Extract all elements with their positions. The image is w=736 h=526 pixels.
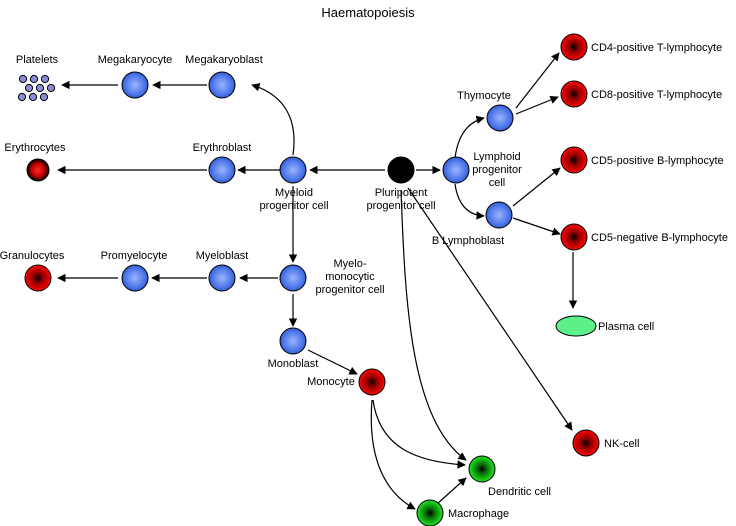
- cd8-t-lymphocyte-cell: [560, 80, 588, 108]
- platelet: [46, 83, 56, 93]
- arrow-lymphoid-blymphoblast: [454, 183, 485, 220]
- label-monocyte: Monocyte: [307, 376, 355, 388]
- platelet: [40, 74, 50, 84]
- label-myelomonocytic-line2: monocytic: [325, 271, 375, 283]
- label-plasma: Plasma cell: [598, 321, 654, 333]
- b-lymphoblast-cell: [485, 201, 513, 229]
- label-lymphoid-line2: progenitor: [472, 164, 522, 176]
- label-dendritic: Dendritic cell: [488, 486, 551, 498]
- label-pluripotent-line1: Pluripotent: [375, 187, 428, 199]
- label-cd8: CD8-positive T-lymphocyte: [591, 89, 722, 101]
- label-monoblast: Monoblast: [268, 358, 319, 370]
- arrow-pluripotent-nk: [407, 187, 573, 431]
- arrow-monocyte-macrophage: [370, 399, 416, 510]
- label-lymphoid-line1: Lymphoid: [473, 151, 520, 163]
- label-cd4: CD4-positive T-lymphocyte: [591, 42, 722, 54]
- label-megakaryocyte: Megakaryocyte: [98, 54, 173, 66]
- platelet: [39, 92, 49, 102]
- myeloid-progenitor-cell: [279, 156, 307, 184]
- nk-cell: [572, 429, 600, 457]
- label-erythrocytes: Erythrocytes: [4, 142, 66, 154]
- arrow-monocyte-dendritic: [372, 399, 466, 469]
- label-nk: NK-cell: [604, 438, 639, 450]
- label-granulocytes: Granulocytes: [0, 250, 65, 262]
- dendritic-cell: [468, 455, 496, 483]
- myeloblast-cell: [208, 264, 236, 292]
- labels: Platelets Megakaryocyte Megakaryoblast E…: [0, 42, 728, 520]
- arrow-blymphoblast-cd5pos: [512, 167, 561, 207]
- platelet: [17, 92, 27, 102]
- arrow-lymphoid-thymocyte: [454, 115, 485, 159]
- arrow-monoblast-monocyte: [307, 349, 358, 375]
- arrow-thymocyte-cd4: [515, 52, 560, 109]
- plasma-cell: [555, 315, 597, 337]
- arrow-pluripotent-dendritic: [400, 189, 467, 461]
- cd5-negative-b-cell: [560, 223, 588, 251]
- macrophage-cell: [416, 499, 444, 526]
- megakaryocyte-cell: [121, 71, 149, 99]
- label-erythroblast: Erythroblast: [193, 142, 252, 154]
- lymphoid-progenitor-cell: [442, 156, 470, 184]
- platelet: [28, 92, 38, 102]
- cells: [17, 33, 600, 526]
- label-pluripotent-line2: progenitor cell: [366, 200, 435, 212]
- diagram-title: Haematopoiesis: [321, 5, 415, 20]
- label-macrophage: Macrophage: [448, 508, 509, 520]
- megakaryoblast-cell: [208, 71, 236, 99]
- arrow-thymocyte-cd8: [515, 95, 559, 115]
- label-myeloblast: Myeloblast: [196, 250, 249, 262]
- arrow-blymphoblast-cd5neg: [512, 217, 561, 236]
- myelomonocytic-cell: [279, 264, 307, 292]
- pluripotent-cell: [387, 156, 415, 184]
- label-promyelocyte: Promyelocyte: [101, 250, 168, 262]
- cd4-t-lymphocyte-cell: [560, 33, 588, 61]
- label-cd5-positive: CD5-positive B-lymphocyte: [591, 155, 724, 167]
- label-platelets: Platelets: [16, 54, 59, 66]
- promyelocyte-cell: [121, 264, 149, 292]
- label-thymocyte: Thymocyte: [457, 90, 511, 102]
- label-myeloid-line1: Myeloid: [275, 187, 313, 199]
- arrow-myeloid-megakaryoblast: [251, 83, 295, 156]
- label-b-lymphoblast: B Lymphoblast: [432, 235, 504, 247]
- platelets-cluster: [17, 74, 56, 102]
- label-cd5-negative: CD5-negative B-lymphocyte: [591, 232, 728, 244]
- thymocyte-cell: [486, 104, 514, 132]
- platelet: [35, 83, 45, 93]
- monoblast-cell: [279, 327, 307, 355]
- label-myeloid-line2: progenitor cell: [259, 200, 328, 212]
- erythrocyte-cell: [26, 158, 50, 182]
- label-lymphoid-line3: cell: [489, 177, 506, 189]
- arrow-macrophage-dendritic: [436, 477, 467, 505]
- arrows: [57, 52, 578, 510]
- platelet: [18, 74, 28, 84]
- platelet: [29, 74, 39, 84]
- erythroblast-cell: [208, 156, 236, 184]
- platelet: [24, 83, 34, 93]
- label-myelomonocytic-line1: Myelo-: [333, 258, 366, 270]
- cd5-positive-b-cell: [560, 146, 588, 174]
- label-myelomonocytic-line3: progenitor cell: [315, 284, 384, 296]
- granulocyte-cell: [24, 264, 52, 292]
- label-megakaryoblast: Megakaryoblast: [185, 54, 263, 66]
- monocyte-cell: [358, 368, 386, 396]
